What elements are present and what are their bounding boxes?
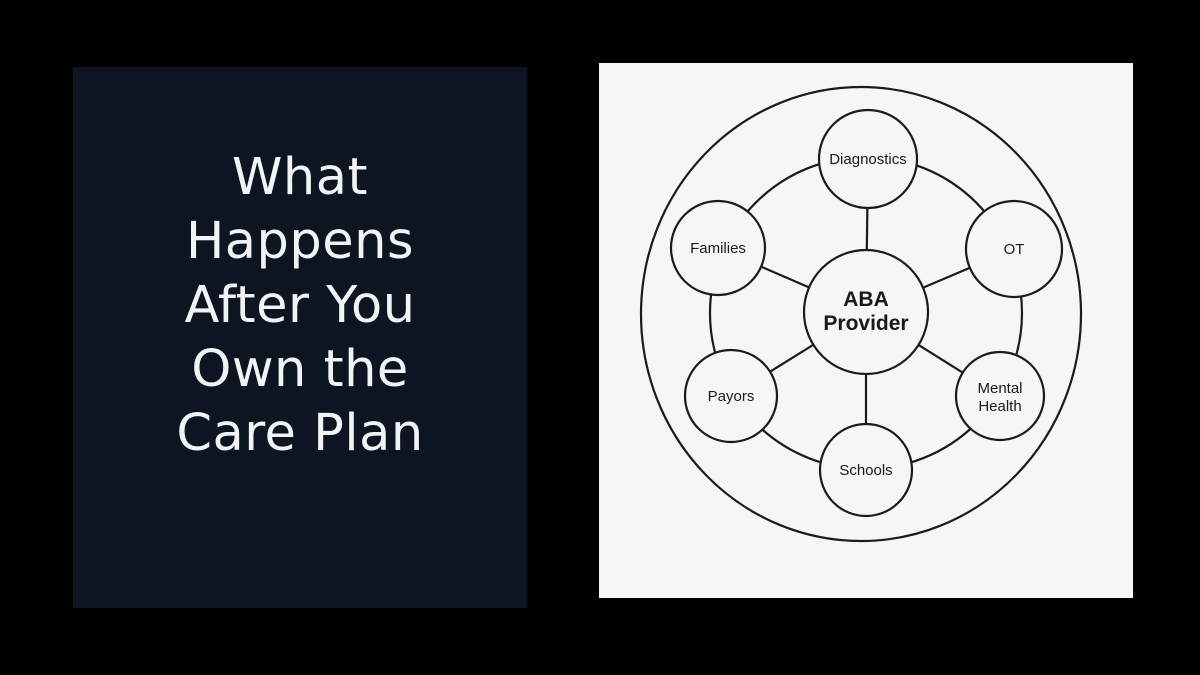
slide-title: What Happens After You Own the Care Plan [73, 67, 527, 466]
diagram-panel: Diagnostics Families OT Payors Mental He… [599, 63, 1133, 598]
slide-title-line: Care Plan [176, 404, 424, 463]
node-label-payors: Payors [708, 388, 755, 405]
node-circle-ot [964, 199, 1064, 299]
outer-boundary-circle [639, 85, 1083, 543]
hub-circle [802, 248, 930, 376]
node-circle-schools [818, 422, 914, 518]
slide-title-line: Happens [185, 212, 415, 271]
node-circle-diagnostics [817, 108, 919, 210]
hub-label-line1: ABA [843, 288, 889, 311]
node-label-mental-health-line2: Health [978, 398, 1021, 415]
slide-title-line: Own the [191, 340, 409, 399]
title-panel: What Happens After You Own the Care Plan [73, 67, 527, 608]
node-circle-payors [683, 348, 779, 444]
node-label-diagnostics: Diagnostics [829, 151, 907, 168]
node-circle-families [669, 199, 767, 297]
node-label-schools: Schools [839, 462, 892, 479]
slide-title-line: What [232, 148, 368, 207]
node-circle-mental-health [954, 350, 1046, 442]
node-label-mental-health-line1: Mental [977, 380, 1022, 397]
node-label-families: Families [690, 240, 746, 257]
hub-label-line2: Provider [823, 312, 908, 335]
hub-spoke-diagram: Diagnostics Families OT Payors Mental He… [639, 85, 1083, 543]
node-label-ot: OT [1004, 241, 1025, 258]
slide-title-line: After You [184, 276, 416, 335]
